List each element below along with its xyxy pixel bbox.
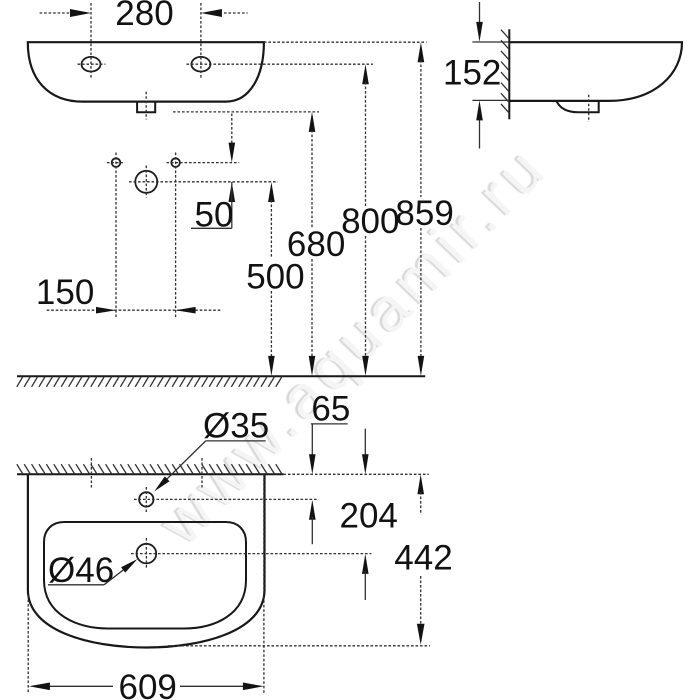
svg-text:Ø35: Ø35 — [203, 406, 269, 445]
svg-text:609: 609 — [119, 668, 177, 700]
svg-text:150: 150 — [36, 273, 94, 312]
svg-text:800: 800 — [341, 202, 399, 241]
svg-text:50: 50 — [195, 196, 234, 235]
svg-text:680: 680 — [287, 225, 345, 264]
svg-text:65: 65 — [311, 389, 350, 428]
svg-text:500: 500 — [246, 258, 304, 297]
svg-text:152: 152 — [443, 54, 501, 93]
svg-text:204: 204 — [340, 497, 398, 536]
svg-text:859: 859 — [395, 194, 453, 233]
svg-text:442: 442 — [394, 539, 452, 578]
svg-text:280: 280 — [115, 0, 173, 33]
svg-text:Ø46: Ø46 — [48, 551, 114, 590]
